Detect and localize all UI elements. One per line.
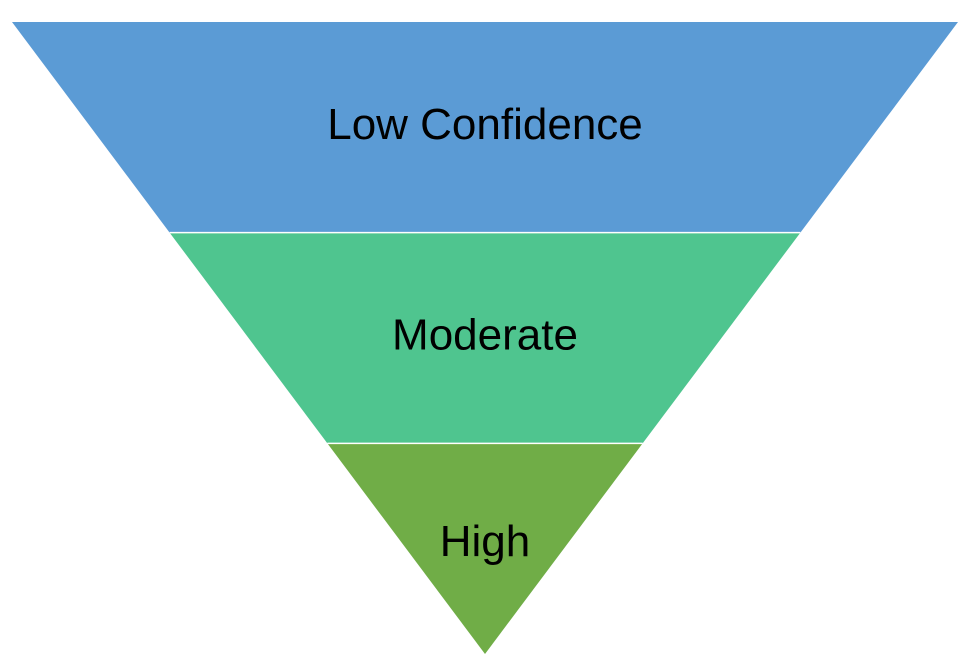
label-high: High — [440, 517, 531, 566]
label-low-confidence: Low Confidence — [327, 100, 643, 149]
funnel-level-high — [327, 443, 643, 654]
funnel-level-low-confidence — [12, 22, 958, 233]
funnel-level-moderate — [169, 232, 801, 444]
label-moderate: Moderate — [392, 311, 578, 360]
